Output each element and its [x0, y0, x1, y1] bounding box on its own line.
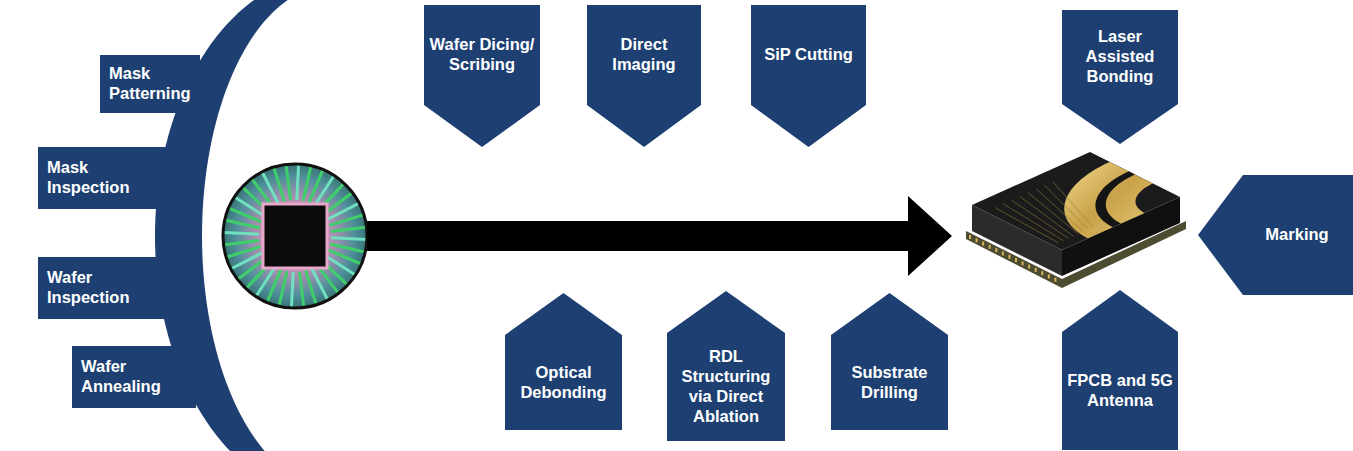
package-trace — [1045, 185, 1089, 229]
chip-photo-frame — [223, 164, 367, 308]
node-label: Mask Inspection — [47, 158, 166, 198]
chip-trace — [299, 272, 305, 318]
label-wrap: Substrate Drilling — [836, 363, 943, 403]
pentagon-shape — [831, 293, 948, 430]
chip-trace — [213, 232, 259, 234]
package-pad — [989, 245, 991, 249]
process-pentagon: Wafer Dicing/ Scribing — [424, 5, 540, 147]
chip-trace — [291, 272, 293, 318]
chip-trace — [317, 265, 345, 302]
label-wrap: RDL Structuring via Direct Ablation — [672, 347, 780, 426]
pentagon-fill — [831, 293, 948, 430]
pentagon-fill — [1198, 175, 1353, 295]
package-trace — [1053, 182, 1094, 228]
lid-groove — [1095, 171, 1135, 227]
process-tab: Wafer Annealing — [72, 346, 196, 408]
node-label: Wafer Annealing — [81, 357, 190, 397]
process-tab: Mask Inspection — [38, 147, 172, 209]
chip-trace — [285, 155, 291, 201]
package-pad — [1041, 271, 1043, 275]
node-label: FPCB and 5G Antenna — [1067, 371, 1173, 411]
chip-package — [966, 152, 1186, 288]
pentagon-fill — [587, 5, 701, 147]
package-pad — [995, 248, 997, 252]
chip-photo — [213, 154, 377, 318]
pentagon-shape — [424, 5, 540, 147]
label-wrap: Mask Inspection — [47, 158, 166, 198]
flow-arrow — [367, 196, 952, 276]
node-label: Wafer Dicing/ Scribing — [429, 35, 535, 75]
package-pad — [982, 242, 984, 246]
process-pentagon: Optical Debonding — [505, 293, 622, 430]
chip-trace — [245, 171, 273, 208]
chip-die — [263, 204, 327, 268]
pentagon-fill — [1062, 10, 1178, 144]
package-pad — [969, 235, 971, 239]
node-label: Optical Debonding — [510, 363, 617, 403]
package-trace — [1036, 189, 1083, 232]
pentagon-shape — [505, 293, 622, 430]
pentagon-shape — [587, 5, 701, 147]
label-wrap: Wafer Inspection — [47, 268, 165, 308]
package-pad — [1008, 255, 1010, 259]
package-trace — [1028, 193, 1079, 234]
package-top — [972, 152, 1180, 250]
package-pad — [976, 238, 978, 242]
pentagon-shape — [1062, 290, 1178, 450]
chip-traces — [213, 154, 377, 318]
node-label: Laser Assisted Bonding — [1067, 27, 1173, 86]
process-pentagon: Laser Assisted Bonding — [1062, 10, 1178, 144]
package-trace — [1020, 196, 1074, 236]
package-pad — [1022, 261, 1024, 265]
label-wrap: Laser Assisted Bonding — [1067, 27, 1173, 86]
process-tab: Wafer Inspection — [38, 257, 171, 319]
pentagon-fill — [667, 291, 785, 441]
node-label: Marking — [1247, 225, 1347, 245]
process-pentagon: Direct Imaging — [587, 5, 701, 147]
node-label: Direct Imaging — [592, 35, 696, 75]
pentagon-fill — [505, 293, 622, 430]
package-pad — [1054, 278, 1056, 282]
node-label: RDL Structuring via Direct Ablation — [672, 347, 780, 426]
chip-trace — [297, 154, 299, 200]
process-pentagon: SiP Cutting — [751, 5, 866, 147]
label-wrap: Optical Debonding — [510, 363, 617, 403]
node-label: Mask Patterning — [109, 64, 194, 104]
chip-trace — [324, 186, 361, 214]
node-label: Substrate Drilling — [836, 363, 943, 403]
node-label: SiP Cutting — [756, 45, 861, 65]
package-pad — [1035, 268, 1037, 272]
label-wrap: Marking — [1247, 225, 1347, 245]
label-wrap: Wafer Annealing — [81, 357, 190, 397]
chip-trace — [214, 240, 260, 246]
process-pentagon: FPCB and 5G Antenna — [1062, 290, 1178, 450]
chip-trace — [230, 258, 267, 286]
package-pad — [1048, 274, 1050, 278]
package-detail — [970, 162, 1153, 282]
chip-glow — [221, 162, 369, 310]
label-wrap: FPCB and 5G Antenna — [1067, 371, 1173, 411]
process-pentagon: RDL Structuring via Direct Ablation — [667, 291, 785, 441]
pentagon-fill — [424, 5, 540, 147]
label-wrap: Wafer Dicing/ Scribing — [429, 35, 535, 75]
label-wrap: SiP Cutting — [756, 45, 861, 65]
label-wrap: Direct Imaging — [592, 35, 696, 75]
pentagon-shape — [751, 5, 866, 147]
package-pad — [1015, 258, 1017, 262]
node-label: Wafer Inspection — [47, 268, 165, 308]
package-pad — [1028, 265, 1030, 269]
pentagon-fill — [751, 5, 866, 147]
label-wrap: Mask Patterning — [109, 64, 194, 104]
process-tab: Mask Patterning — [100, 55, 200, 113]
package-pad — [1002, 251, 1004, 255]
process-pentagon: Substrate Drilling — [831, 293, 948, 430]
pentagon-fill — [1062, 290, 1178, 450]
process-pentagon: Marking — [1198, 175, 1353, 295]
